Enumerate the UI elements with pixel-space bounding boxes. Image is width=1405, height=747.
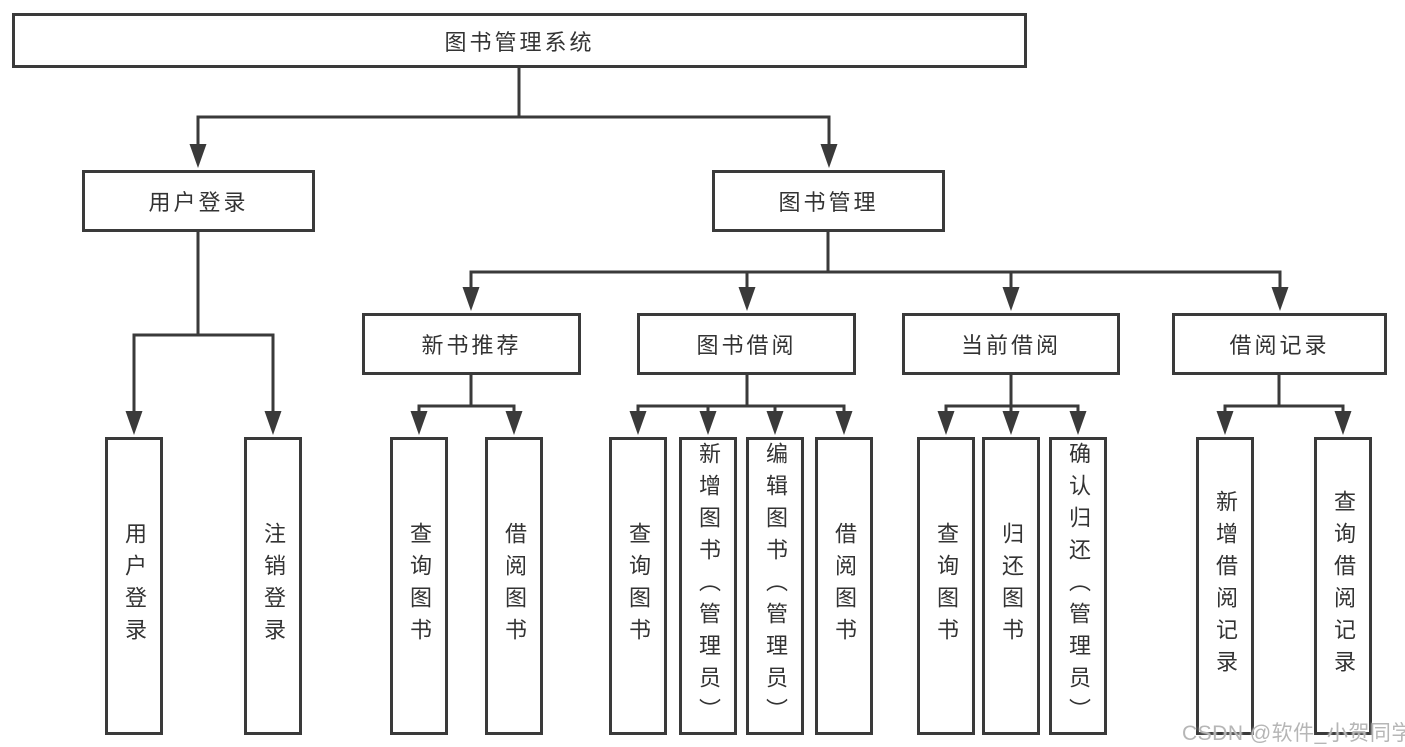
connector-root-to-level2	[196, 68, 831, 148]
leaf-user-login-label: 用户登录	[122, 522, 147, 650]
leaf-query-books-borrow-label: 查询图书	[626, 522, 651, 650]
connector-user-login-to-leaves	[132, 232, 275, 415]
leaf-query-books-current-label: 查询图书	[934, 522, 959, 650]
node-library-management-system-label: 图书管理系统	[444, 29, 595, 55]
node-book-management: 图书管理	[712, 170, 945, 232]
arrow-down-icon-user-login-leaves	[125, 411, 282, 435]
arrow-down-icon-borrow-records-leaves	[1216, 411, 1352, 435]
connector-borrow-records-to-leaves	[1223, 375, 1345, 415]
leaf-add-book-admin-label: 新增图书（管理员）	[696, 442, 721, 730]
leaf-add-borrow-record: 新增借阅记录	[1196, 437, 1254, 735]
leaf-logout-label: 注销登录	[261, 522, 286, 650]
leaf-edit-book-admin: 编辑图书（管理员）	[746, 437, 804, 735]
leaf-confirm-return-admin-label: 确认归还（管理员）	[1066, 442, 1091, 730]
leaf-add-borrow-record-label: 新增借阅记录	[1213, 490, 1238, 682]
leaf-confirm-return-admin: 确认归还（管理员）	[1049, 437, 1107, 735]
connector-new-book-to-leaves	[417, 375, 516, 415]
node-current-borrow: 当前借阅	[902, 313, 1120, 375]
leaf-logout: 注销登录	[244, 437, 302, 735]
node-new-book-recommend-label: 新书推荐	[421, 333, 522, 358]
connector-book-borrow-to-leaves	[636, 375, 846, 415]
leaf-query-borrow-record-label: 查询借阅记录	[1331, 490, 1356, 682]
leaf-query-books-recommend-label: 查询图书	[407, 522, 432, 650]
leaf-return-book: 归还图书	[982, 437, 1040, 735]
connector-book-management-to-level3	[469, 232, 1282, 291]
node-user-login-label: 用户登录	[148, 190, 249, 215]
leaf-return-book-label: 归还图书	[999, 522, 1024, 650]
node-book-management-label: 图书管理	[778, 190, 879, 215]
node-current-borrow-label: 当前借阅	[960, 333, 1061, 358]
leaf-query-books-borrow: 查询图书	[609, 437, 667, 735]
node-borrow-records: 借阅记录	[1172, 313, 1387, 375]
node-borrow-records-label: 借阅记录	[1229, 333, 1330, 358]
leaf-query-borrow-record: 查询借阅记录	[1314, 437, 1372, 735]
arrow-down-icon-book-borrow-leaves	[629, 411, 853, 435]
csdn-watermark: CSDN @软件_小贺同学	[1182, 722, 1405, 745]
node-book-borrow: 图书借阅	[637, 313, 856, 375]
leaf-edit-book-admin-label: 编辑图书（管理员）	[763, 442, 788, 730]
node-book-borrow-label: 图书借阅	[696, 333, 797, 358]
leaf-borrow-books-recommend-label: 借阅图书	[502, 522, 527, 650]
leaf-query-books-current: 查询图书	[917, 437, 975, 735]
node-library-management-system: 图书管理系统	[12, 13, 1027, 68]
leaf-query-books-recommend: 查询图书	[390, 437, 448, 735]
leaf-borrow-books-borrow-label: 借阅图书	[832, 522, 857, 650]
node-new-book-recommend: 新书推荐	[362, 313, 581, 375]
node-user-login: 用户登录	[82, 170, 315, 232]
arrow-down-icon-current-borrow-leaves	[937, 411, 1087, 435]
connector-current-borrow-to-leaves	[944, 375, 1080, 415]
leaf-borrow-books-recommend: 借阅图书	[485, 437, 543, 735]
arrow-down-icon-new-book-leaves	[410, 411, 523, 435]
arrow-down-icon-level2	[189, 144, 838, 168]
leaf-borrow-books-borrow: 借阅图书	[815, 437, 873, 735]
arrow-down-icon-level3	[462, 287, 1289, 311]
leaf-add-book-admin: 新增图书（管理员）	[679, 437, 737, 735]
leaf-user-login: 用户登录	[105, 437, 163, 735]
